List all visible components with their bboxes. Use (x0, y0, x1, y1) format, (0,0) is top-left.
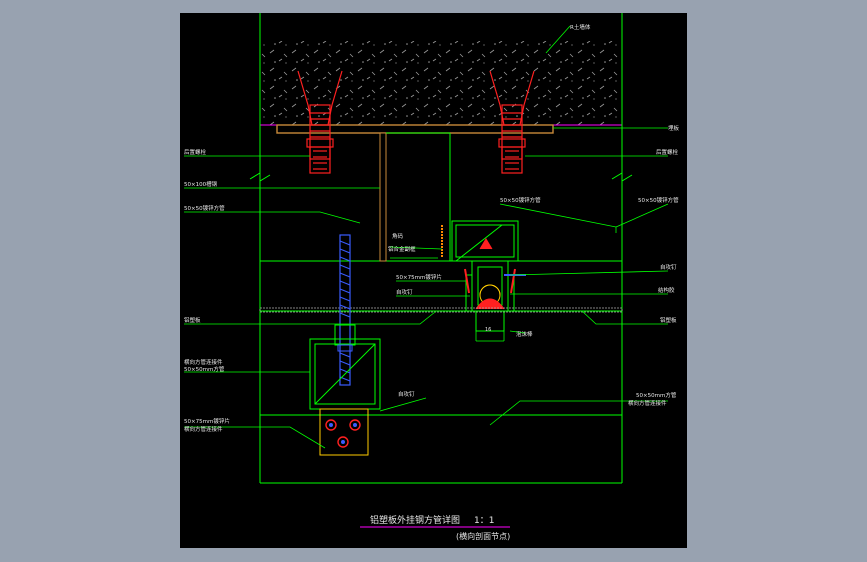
drawing-canvas[interactable]: R土墙体 埋板 后置螺栓 后置螺栓 50×100槽钢 50×50镀锌方管 50×… (180, 13, 687, 548)
detail-drawing: R土墙体 埋板 后置螺栓 后置螺栓 50×100槽钢 50×50镀锌方管 50×… (184, 13, 680, 541)
right-anchor-bolt (489, 70, 535, 174)
label-center-block: 泡沫棒 (516, 330, 533, 338)
label-left-sub-pipe: 50×50镀锌方管 (184, 204, 225, 212)
concrete-wall (260, 41, 622, 126)
label-right-low2: 横向方管连接件 (628, 399, 667, 407)
label-right-low1: 50×50mm方管 (636, 391, 677, 399)
label-right-sub-pipe: 50×50镀锌方管 (500, 196, 541, 204)
panel-line (259, 307, 623, 313)
label-center-bracket: 角码 (392, 232, 404, 240)
label-left-low2: 横向方管连接件 (184, 425, 223, 433)
title-block: 铝塑板外挂钢方管详图 1：1 (横向剖面节点) (360, 514, 510, 541)
drawing-title: 铝塑板外挂钢方管详图 (370, 514, 460, 526)
label-right-glass: 铝塑板 (660, 316, 677, 324)
leader-lines (184, 25, 669, 449)
threaded-rod (334, 234, 356, 386)
label-left-anchor: 后置螺栓 (184, 148, 207, 156)
square-tube-upper (441, 220, 519, 262)
label-center-bracket2: 铝合金副框 (388, 245, 416, 253)
main-channel (379, 132, 451, 262)
label-top-concrete: R土墙体 (570, 23, 591, 31)
label-right-anchor: 后置螺栓 (656, 148, 679, 156)
drawing-scale: 1：1 (474, 516, 494, 526)
label-left-low1: 50×75mm镀锌片 (184, 417, 230, 425)
bolt-plate (319, 408, 369, 456)
label-dim-16: 16 (485, 327, 491, 333)
frame-lines (249, 13, 633, 484)
label-left-glass: 铝塑板 (184, 316, 201, 324)
label-left-group2: 50×50mm方管 (184, 365, 225, 373)
square-tube-lower (309, 338, 381, 410)
label-main-channel: 50×100槽钢 (184, 180, 218, 188)
label-center-screw: 50×75mm镀锌片 (396, 273, 442, 281)
drawing-subtitle: (横向剖面节点) (456, 531, 510, 541)
label-right-self-tap: 自攻钉 (660, 263, 677, 271)
left-anchor-bolt (297, 70, 343, 174)
embed-plate (276, 124, 554, 134)
label-embed: 埋板 (668, 124, 680, 132)
label-right-sub-pipe-2: 50×50镀锌方管 (638, 196, 679, 204)
labels: R土墙体 埋板 后置螺栓 后置螺栓 50×100槽钢 50×50镀锌方管 50×… (184, 23, 680, 433)
joint-profile (464, 260, 526, 332)
label-center-self-tap: 自攻钉 (396, 288, 413, 296)
label-left-group1: 横向方管连接件 (184, 358, 223, 366)
label-left-self-tap: 自攻钉 (398, 390, 415, 398)
label-right-sealant: 结构胶 (658, 286, 675, 294)
